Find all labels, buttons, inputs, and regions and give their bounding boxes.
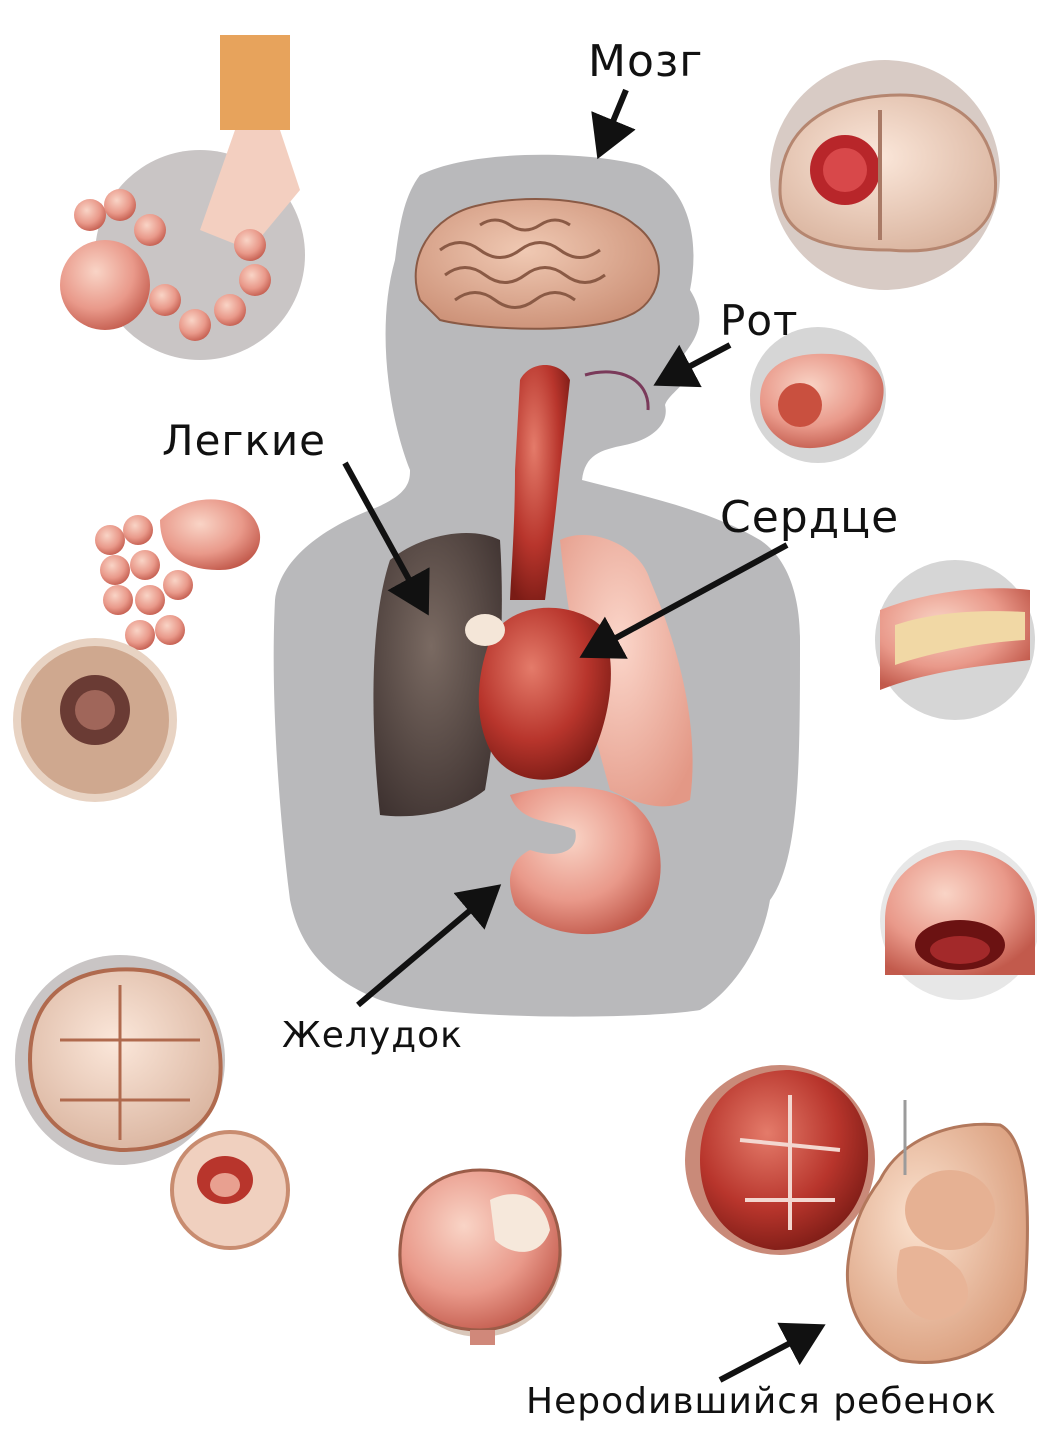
inset-bladder-small — [172, 1132, 288, 1248]
unborn-child-label: Нерodившийся ребенок — [526, 1384, 997, 1420]
inset-alveoli — [17, 499, 260, 798]
inset-mouth-cancer — [750, 327, 886, 463]
inset-larynx — [880, 840, 1037, 1000]
heart-label: Сердце — [720, 496, 899, 540]
stomach-illustration — [510, 787, 661, 935]
mouth-label: Рот — [720, 300, 799, 342]
brain-label: Мозг — [588, 40, 703, 84]
brain-illustration — [416, 199, 659, 329]
stomach-label: Желудок — [282, 1018, 463, 1054]
inset-bronchi — [60, 35, 305, 360]
inset-bladder-large — [398, 1170, 562, 1345]
inset-placenta — [685, 1065, 875, 1255]
inset-fetus — [847, 1100, 1027, 1362]
inset-brain-stroke — [770, 60, 1000, 290]
inset-artery — [875, 560, 1035, 720]
inset-kidney — [15, 955, 225, 1165]
lungs-label: Легкие — [162, 420, 326, 462]
